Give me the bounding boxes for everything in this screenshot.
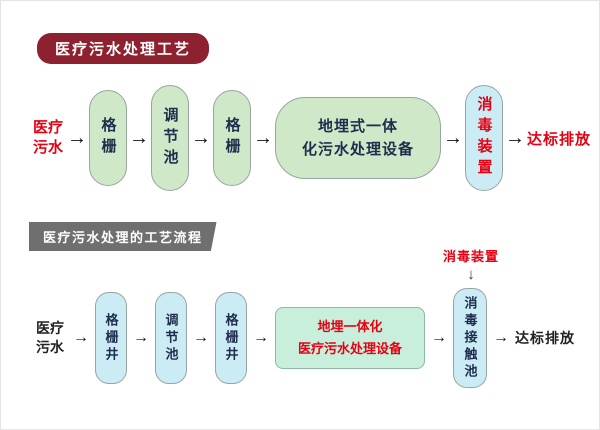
top-source-label: 医疗污水 <box>32 118 63 156</box>
top-regulating-tank-pill: 调节池 <box>151 85 189 191</box>
top-grille-2-label: 格栅 <box>223 117 241 159</box>
bottom-regulating-tank-label: 调节池 <box>163 312 179 364</box>
bottom-grille-well-1-label: 格栅井 <box>103 312 119 364</box>
top-regulating-tank-label: 调节池 <box>161 106 179 170</box>
top-treatment-unit-line1: 地埋式一体 <box>317 117 398 135</box>
flow-arrow-icon: → <box>133 329 149 346</box>
bottom-disinfection-contact-label: 消毒接触池 <box>462 295 478 381</box>
flow-arrow-icon: → <box>431 329 447 346</box>
top-grille-1-pill: 格栅 <box>89 90 127 186</box>
flow-arrow-icon: → <box>443 127 463 149</box>
top-disinfection-pill: 消毒装置 <box>465 85 503 191</box>
bottom-grille-well-1-pill: 格栅井 <box>95 292 127 384</box>
bottom-treatment-unit-line1: 地埋一体化 <box>317 318 383 334</box>
top-grille-2-pill: 格栅 <box>213 90 251 186</box>
bottom-source-label: 医疗污水 <box>36 320 64 355</box>
flow-arrow-icon: → <box>129 127 149 149</box>
top-output-label: 达标排放 <box>527 130 592 148</box>
top-title-banner: 医疗污水处理工艺 <box>37 33 210 64</box>
flow-arrow-icon: → <box>493 329 509 346</box>
flow-arrow-icon: → <box>193 329 209 346</box>
flow-arrow-icon: → <box>67 127 87 149</box>
bottom-flow: 医疗污水 → 格栅井 → 调节池 → 格栅井 → 地埋一体化 医疗污水处理设备 … <box>33 283 575 393</box>
flow-arrow-icon: → <box>505 127 525 149</box>
bottom-grille-well-2-label: 格栅井 <box>223 312 239 364</box>
flow-arrow-icon: → <box>253 329 269 346</box>
bottom-treatment-unit-line2: 医疗污水处理设备 <box>297 341 402 356</box>
bottom-regulating-tank-pill: 调节池 <box>155 292 187 384</box>
flow-arrow-icon: → <box>191 127 211 149</box>
bottom-treatment-unit-box: 地埋一体化 医疗污水处理设备 <box>275 307 425 369</box>
disinfect-device-label: 消毒装置 <box>442 249 499 264</box>
top-treatment-unit-line2: 化污水处理设备 <box>301 141 414 158</box>
top-title: 医疗污水处理工艺 <box>55 41 192 58</box>
top-disinfection-label: 消毒装置 <box>475 96 493 180</box>
disinfect-device-annotation: 消毒装置 ↓ <box>431 246 511 283</box>
bottom-title-banner: 医疗污水处理的工艺流程 <box>29 222 217 251</box>
flow-arrow-icon: → <box>73 329 89 346</box>
down-arrow-icon: ↓ <box>467 266 475 283</box>
top-flow: 医疗污水 → 格栅 → 调节池 → 格栅 → 地埋式一体 化污水处理设备 → 消… <box>31 73 591 203</box>
flow-arrow-icon: → <box>253 127 273 149</box>
top-treatment-unit-box: 地埋式一体 化污水处理设备 <box>275 97 441 179</box>
bottom-title: 医疗污水处理的工艺流程 <box>43 230 203 245</box>
bottom-output-label: 达标排放 <box>515 330 575 346</box>
top-grille-1-label: 格栅 <box>99 117 117 159</box>
bottom-grille-well-2-pill: 格栅井 <box>215 292 247 384</box>
bottom-disinfection-contact-pill: 消毒接触池 <box>453 288 487 388</box>
